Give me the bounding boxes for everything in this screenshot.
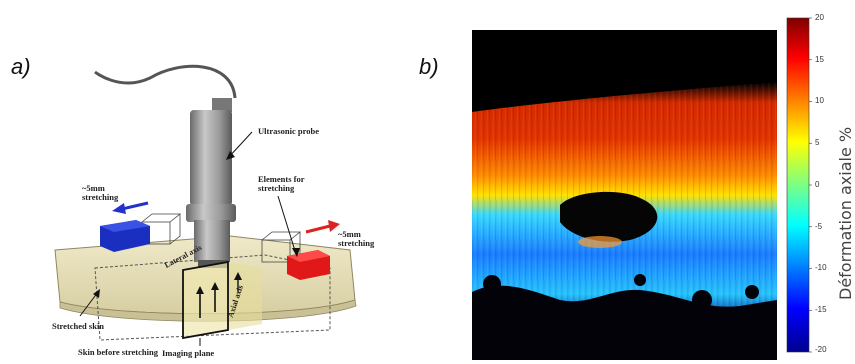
colorbar-title: Déformation axiale % [836, 126, 855, 300]
elements-leader [277, 195, 297, 255]
colorbar-tick: -15 [815, 305, 827, 314]
left-stretching-label: ~5mm stretching [82, 183, 119, 202]
probe-cable [94, 64, 237, 99]
elements-for-stretching-label: Elements for stretching [258, 174, 305, 193]
colorbar-tick: 10 [815, 96, 824, 105]
lesion-region [560, 191, 658, 242]
right-stretch-arrow [305, 220, 340, 234]
colorbar [786, 17, 810, 353]
skin-leader [79, 291, 99, 317]
colorbar-tick: -10 [815, 263, 827, 272]
colorbar-tick: 20 [815, 13, 824, 22]
colorbar-tick: -20 [815, 345, 827, 354]
stretching-setup-diagram [54, 64, 357, 346]
colorbar-tick: 15 [815, 55, 824, 64]
colorbar-tick: 0 [815, 180, 820, 189]
stretched-skin-label: Stretched skin [52, 321, 105, 331]
skin-before-stretching-label: Skin before stretching [78, 347, 158, 357]
imaging-plane [182, 260, 262, 340]
colorbar-tick: -5 [815, 222, 823, 231]
right-stretching-label: ~5mm stretching [338, 229, 375, 248]
colorbar-tick: 5 [815, 138, 820, 147]
imaging-plane-label: Imaging plane [162, 348, 215, 358]
left-stretching-block [100, 220, 150, 252]
upper-dark-layer [472, 30, 777, 112]
right-stretching-block [287, 250, 330, 280]
panel-b-label: b) [419, 54, 439, 79]
skin-before-outline [94, 254, 331, 341]
panel-a-label: a) [11, 54, 31, 79]
ultrasonic-probe [186, 98, 236, 268]
left-stretch-arrow [112, 201, 149, 214]
probe-label: Ultrasonic probe [258, 126, 319, 136]
